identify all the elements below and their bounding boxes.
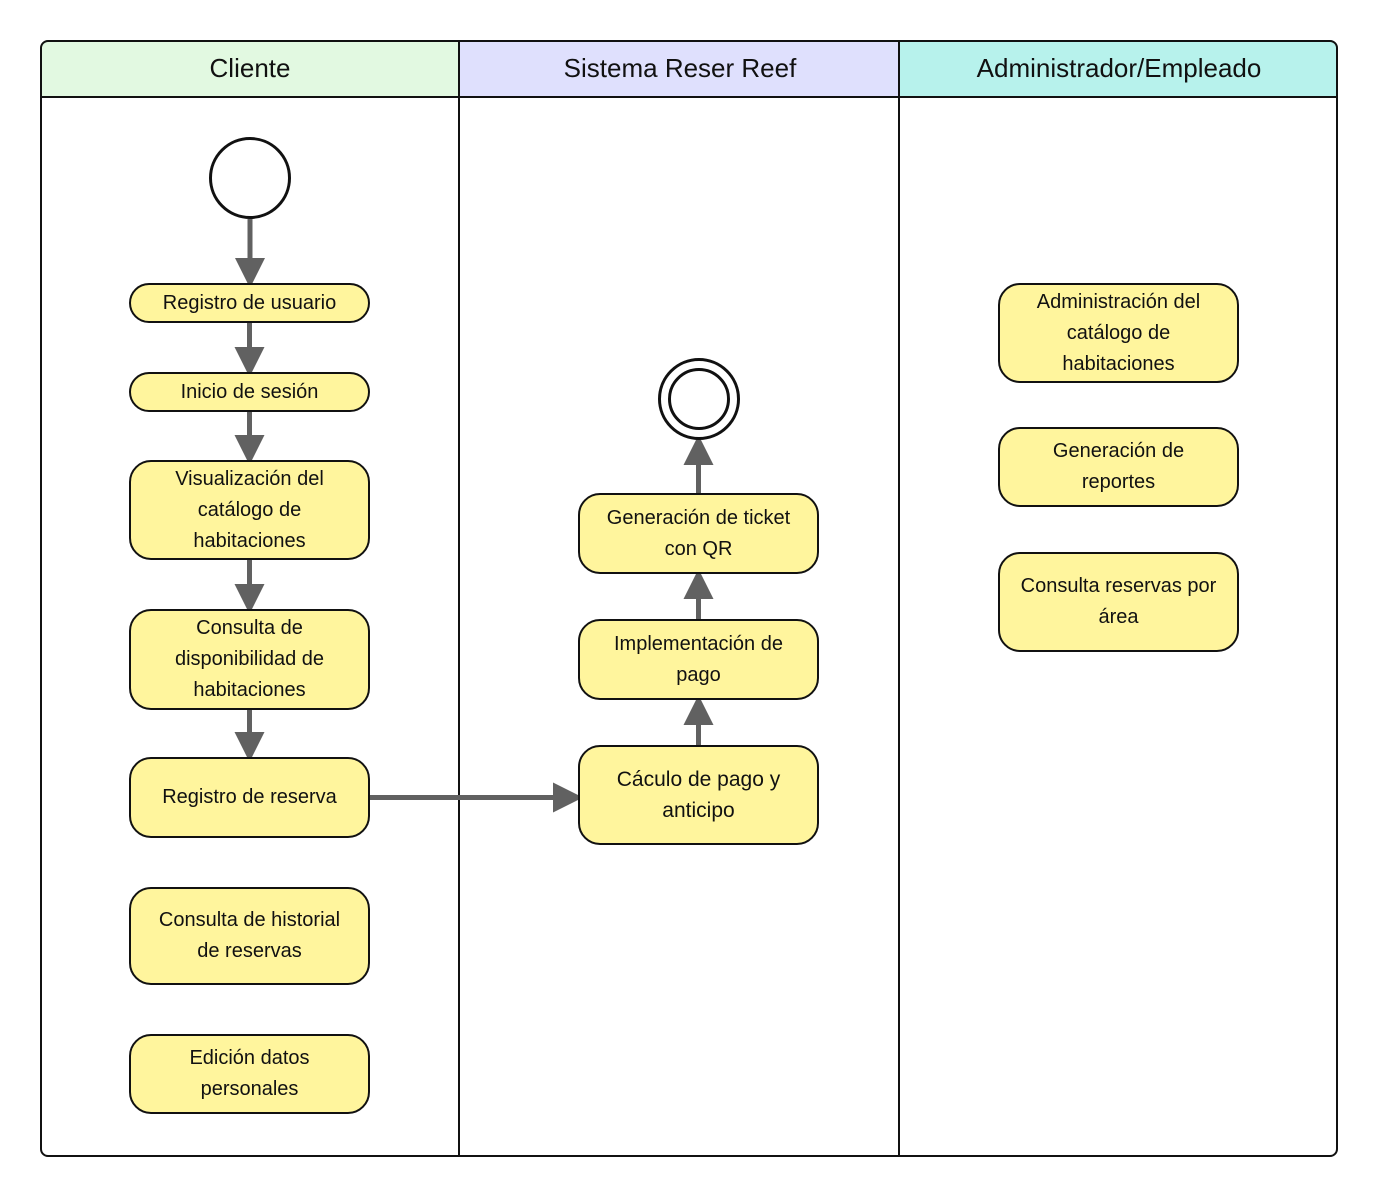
start-node — [209, 137, 291, 219]
activity-consulta-disponibilidad: Consulta de disponibilidad de habitacion… — [129, 609, 370, 710]
activity-registro-usuario: Registro de usuario — [129, 283, 370, 323]
activity-label: Consulta reservas por área — [1020, 575, 1217, 628]
activity-administracion-catalogo: Administración del catálogo de habitacio… — [998, 283, 1239, 383]
activity-inicio-sesion: Inicio de sesión — [129, 372, 370, 412]
activity-label: Consulta de historial de reservas — [158, 909, 341, 962]
activity-label: Registro de reserva — [162, 786, 337, 808]
lane-divider — [458, 40, 460, 1157]
lane-header-sistema: Sistema Reser Reef — [460, 40, 900, 98]
swimlane-frame — [40, 40, 1338, 1157]
activity-label: Visualización del catálogo de habitacion… — [175, 467, 324, 552]
activity-visualizacion-catalogo: Visualización del catálogo de habitacion… — [129, 460, 370, 560]
lane-title-administrador: Administrador/Empleado — [976, 52, 1262, 83]
activity-consulta-reservas-area: Consulta reservas por área — [998, 552, 1239, 652]
activity-label: Registro de usuario — [162, 291, 337, 314]
lane-title-sistema: Sistema Reser Reef — [563, 52, 797, 83]
activity-edicion-datos: Edición datos personales — [129, 1034, 370, 1114]
activity-implementacion-pago: Implementación de pago — [578, 619, 819, 700]
activity-consulta-historial: Consulta de historial de reservas — [129, 887, 370, 985]
activity-label: Cáculo de pago y anticipo — [616, 768, 781, 822]
activity-label: Implementación de pago — [614, 632, 783, 686]
end-node-inner — [668, 368, 730, 430]
lane-title-cliente: Cliente — [209, 52, 291, 83]
activity-label: Inicio de sesión — [180, 380, 319, 403]
activity-registro-reserva: Registro de reserva — [129, 757, 370, 838]
activity-label: Administración del catálogo de habitacio… — [1036, 290, 1201, 375]
lane-header-administrador: Administrador/Empleado — [900, 40, 1338, 98]
end-node — [658, 358, 740, 440]
activity-generacion-reportes: Generación de reportes — [998, 427, 1239, 507]
activity-label: Edición datos personales — [189, 1047, 310, 1100]
activity-label: Generación de ticket con QR — [606, 506, 791, 560]
activity-label: Consulta de disponibilidad de habitacion… — [174, 617, 324, 701]
activity-label: Generación de reportes — [1052, 440, 1185, 493]
activity-generacion-ticket: Generación de ticket con QR — [578, 493, 819, 574]
lane-header-cliente: Cliente — [40, 40, 460, 98]
lane-divider — [898, 40, 900, 1157]
activity-calculo-pago: Cáculo de pago y anticipo — [578, 745, 819, 845]
